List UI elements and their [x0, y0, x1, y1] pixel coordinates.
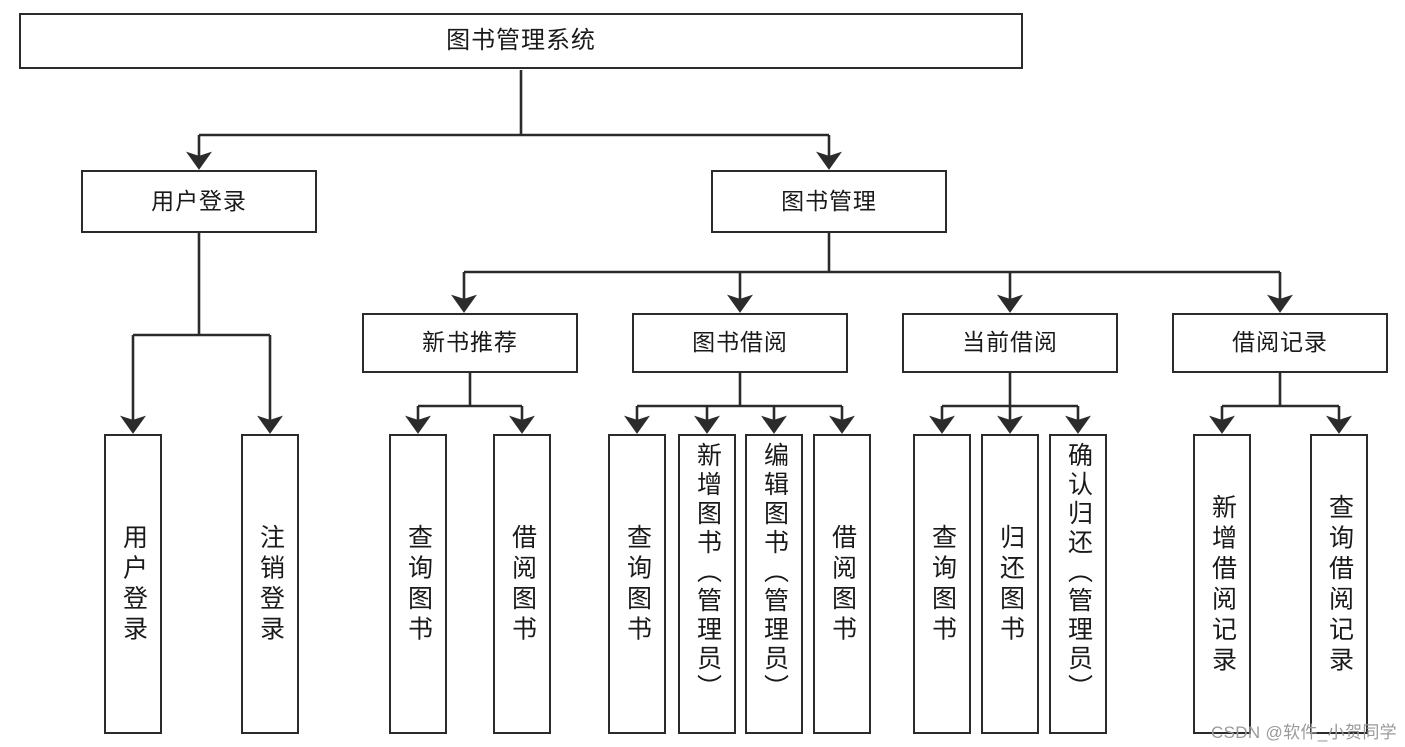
node-book-borrow[interactable]: 图书借阅 — [632, 313, 848, 373]
node-leaf-borrow-edit[interactable]: 编辑图书（管理员） — [745, 434, 803, 734]
node-leaf-current-query-label: 查询图书 — [928, 524, 957, 646]
node-leaf-current-query[interactable]: 查询图书 — [913, 434, 971, 734]
node-leaf-borrow-lend-label: 借阅图书 — [828, 524, 857, 646]
node-root-label: 图书管理系统 — [446, 26, 596, 54]
node-leaf-user-login-label: 用户登录 — [119, 524, 148, 646]
node-book-manage-label: 图书管理 — [781, 187, 877, 214]
node-leaf-borrow-add-label: 新增图书（管理员） — [693, 442, 722, 703]
node-leaf-borrow-add[interactable]: 新增图书（管理员） — [678, 434, 736, 734]
node-leaf-current-return[interactable]: 归还图书 — [981, 434, 1039, 734]
node-leaf-rec-query[interactable]: 查询图书 — [389, 434, 447, 734]
node-leaf-rec-query-label: 查询图书 — [404, 524, 433, 646]
node-leaf-borrow-query-label: 查询图书 — [623, 524, 652, 646]
node-leaf-borrow-edit-label: 编辑图书（管理员） — [760, 442, 789, 703]
node-leaf-current-return-label: 归还图书 — [996, 524, 1025, 646]
node-book-manage[interactable]: 图书管理 — [711, 170, 947, 233]
node-leaf-user-logout-label: 注销登录 — [256, 524, 285, 646]
node-leaf-record-add-label: 新增借阅记录 — [1208, 493, 1237, 677]
node-leaf-rec-borrow-label: 借阅图书 — [508, 524, 537, 646]
node-user-login-label: 用户登录 — [151, 187, 247, 214]
csdn-watermark: CSDN @软件_小贺同学 — [1210, 723, 1397, 742]
node-root[interactable]: 图书管理系统 — [19, 13, 1023, 69]
node-new-book-rec-label: 新书推荐 — [422, 329, 518, 356]
node-leaf-user-login[interactable]: 用户登录 — [104, 434, 162, 734]
node-book-borrow-label: 图书借阅 — [692, 329, 788, 356]
node-new-book-rec[interactable]: 新书推荐 — [362, 313, 578, 373]
node-leaf-rec-borrow[interactable]: 借阅图书 — [493, 434, 551, 734]
node-borrow-record[interactable]: 借阅记录 — [1172, 313, 1388, 373]
node-leaf-record-add[interactable]: 新增借阅记录 — [1193, 434, 1251, 734]
node-current-borrow-label: 当前借阅 — [962, 329, 1058, 356]
node-leaf-record-query[interactable]: 查询借阅记录 — [1310, 434, 1368, 734]
node-borrow-record-label: 借阅记录 — [1232, 329, 1328, 356]
node-leaf-record-query-label: 查询借阅记录 — [1325, 493, 1354, 677]
node-leaf-user-logout[interactable]: 注销登录 — [241, 434, 299, 734]
node-user-login[interactable]: 用户登录 — [81, 170, 317, 233]
node-leaf-borrow-query[interactable]: 查询图书 — [608, 434, 666, 734]
node-current-borrow[interactable]: 当前借阅 — [902, 313, 1118, 373]
node-leaf-current-confirm[interactable]: 确认归还（管理员） — [1049, 434, 1107, 734]
node-leaf-borrow-lend[interactable]: 借阅图书 — [813, 434, 871, 734]
node-leaf-current-confirm-label: 确认归还（管理员） — [1064, 442, 1093, 703]
